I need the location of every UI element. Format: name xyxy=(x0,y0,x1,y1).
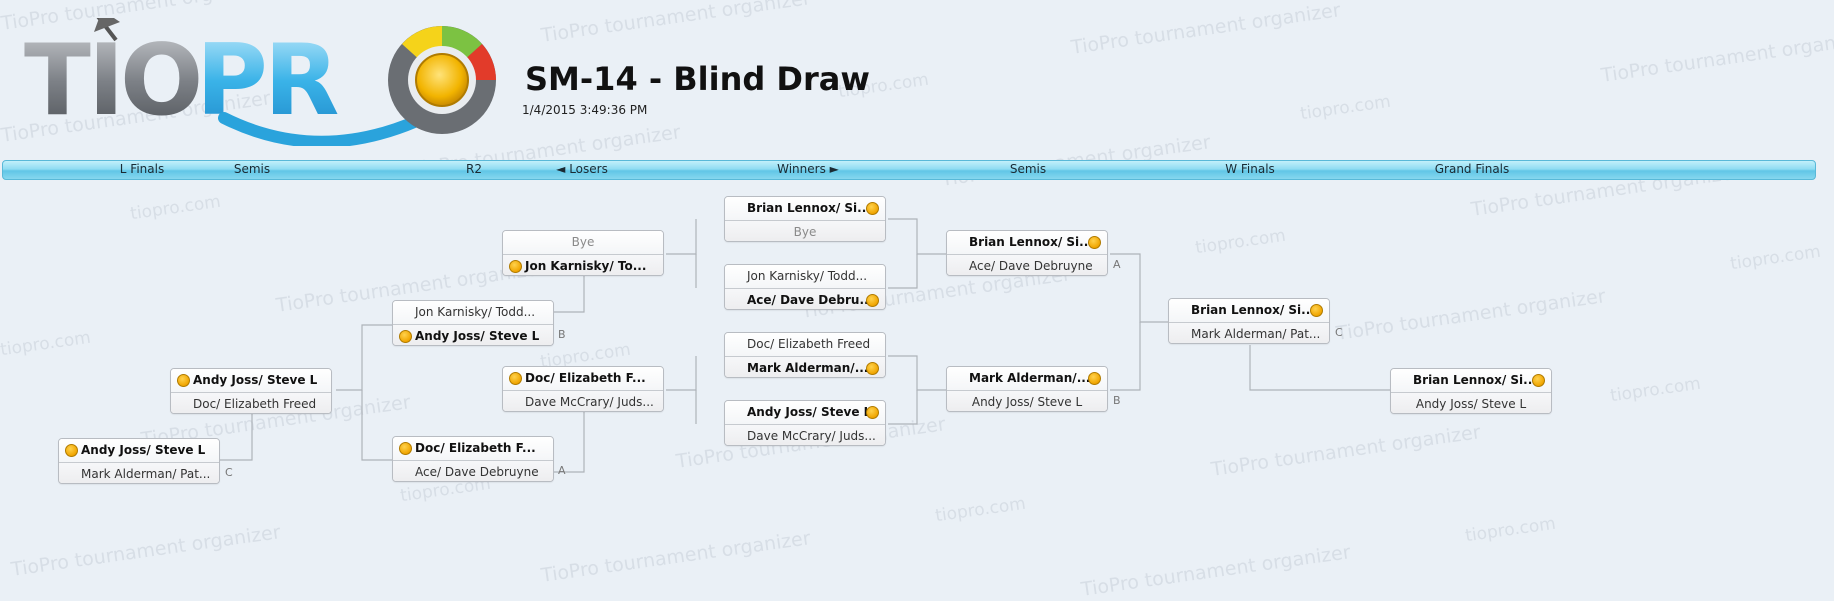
team-slot[interactable]: Jon Karnisky/ To... xyxy=(503,255,663,275)
team-slot[interactable]: Mark Alderman/ Pat... xyxy=(1169,323,1329,343)
team-slot[interactable]: Doc/ Elizabeth Freed xyxy=(725,333,885,357)
winner-dot-icon xyxy=(1310,304,1323,317)
match-card[interactable]: Brian Lennox/ Si... Andy Joss/ Steve L xyxy=(1390,368,1552,414)
team-slot[interactable]: Andy Joss/ Steve L xyxy=(1391,393,1551,413)
round-label-winners[interactable]: Winners ► xyxy=(777,162,839,176)
team-slot[interactable]: Andy Joss/ Steve L xyxy=(171,369,331,393)
team-slot[interactable]: Andy Joss/ Steve L xyxy=(725,401,885,425)
bracket-tag: C xyxy=(225,466,233,479)
team-slot[interactable]: Dave McCrary/ Juds... xyxy=(503,391,663,411)
bracket-tag: B xyxy=(558,328,566,341)
team-slot[interactable]: Mark Alderman/... xyxy=(725,357,885,377)
round-label-losers-semis[interactable]: Semis xyxy=(233,162,271,176)
winner-dot-icon xyxy=(399,330,412,343)
team-slot[interactable]: Mark Alderman/ Pat... xyxy=(59,463,219,483)
match-card[interactable]: Mark Alderman/... Andy Joss/ Steve L xyxy=(946,366,1108,412)
match-card[interactable]: Andy Joss/ Steve L Mark Alderman/ Pat... xyxy=(58,438,220,484)
winner-dot-icon xyxy=(65,444,78,457)
winner-dot-icon xyxy=(177,374,190,387)
round-label-grand-finals[interactable]: Grand Finals xyxy=(1434,162,1510,176)
winner-dot-icon xyxy=(509,260,522,273)
match-card[interactable]: Bye Jon Karnisky/ To... xyxy=(502,230,664,276)
match-card[interactable]: Brian Lennox/ Si... Bye xyxy=(724,196,886,242)
round-label-w-finals[interactable]: W Finals xyxy=(1225,162,1275,176)
logo-letter: O xyxy=(120,24,203,138)
match-card[interactable]: Jon Karnisky/ Todd... Ace/ Dave Debru... xyxy=(724,264,886,310)
team-slot[interactable]: Doc/ Elizabeth F... xyxy=(503,367,663,391)
team-slot[interactable]: Brian Lennox/ Si... xyxy=(1391,369,1551,393)
team-slot[interactable]: Andy Joss/ Steve L xyxy=(947,391,1107,411)
team-slot[interactable]: Ace/ Dave Debruyne xyxy=(393,461,553,481)
team-slot[interactable]: Bye xyxy=(503,231,663,255)
winner-dot-icon xyxy=(866,294,879,307)
team-slot[interactable]: Jon Karnisky/ Todd... xyxy=(725,265,885,289)
team-slot[interactable]: Mark Alderman/... xyxy=(947,367,1107,391)
page-title: SM-14 - Blind Draw xyxy=(525,60,870,98)
logo-letter: R xyxy=(264,24,339,138)
winner-dot-icon xyxy=(866,362,879,375)
tiopro-logo: T I O P R xyxy=(24,18,496,146)
team-slot[interactable]: Jon Karnisky/ Todd... xyxy=(393,301,553,325)
logo-letter: T xyxy=(24,24,91,138)
winner-dot-icon xyxy=(1088,372,1101,385)
team-slot[interactable]: Bye xyxy=(725,221,885,241)
match-card[interactable]: Brian Lennox/ Si... Mark Alderman/ Pat..… xyxy=(1168,298,1330,344)
team-slot[interactable]: Ace/ Dave Debruyne xyxy=(947,255,1107,275)
team-slot[interactable]: Doc/ Elizabeth F... xyxy=(393,437,553,461)
match-card[interactable]: Doc/ Elizabeth F... Dave McCrary/ Juds..… xyxy=(502,366,664,412)
round-label-losers[interactable]: ◄ Losers xyxy=(556,162,608,176)
match-card[interactable]: Brian Lennox/ Si... Ace/ Dave Debruyne xyxy=(946,230,1108,276)
winner-dot-icon xyxy=(399,442,412,455)
bracket-tag: C xyxy=(1335,326,1343,339)
winner-dot-icon xyxy=(1088,236,1101,249)
round-label-winners-semis[interactable]: Semis xyxy=(1009,162,1047,176)
team-slot[interactable]: Doc/ Elizabeth Freed xyxy=(171,393,331,413)
bracket-connectors xyxy=(220,218,1390,473)
match-card[interactable]: Andy Joss/ Steve L Dave McCrary/ Juds... xyxy=(724,400,886,446)
page-datetime: 1/4/2015 3:49:36 PM xyxy=(522,103,648,117)
match-card[interactable]: Jon Karnisky/ Todd... Andy Joss/ Steve L xyxy=(392,300,554,346)
winner-dot-icon xyxy=(866,406,879,419)
round-header-bar xyxy=(2,160,1816,180)
round-label-l-finals[interactable]: L Finals xyxy=(119,162,165,176)
team-slot[interactable]: Ace/ Dave Debru... xyxy=(725,289,885,309)
bracket-tag: B xyxy=(1113,394,1121,407)
team-slot[interactable]: Brian Lennox/ Si... xyxy=(1169,299,1329,323)
round-label-r2[interactable]: R2 xyxy=(466,162,482,176)
winner-dot-icon xyxy=(509,372,522,385)
winner-dot-icon xyxy=(866,202,879,215)
match-card[interactable]: Andy Joss/ Steve L Doc/ Elizabeth Freed xyxy=(170,368,332,414)
team-slot[interactable]: Dave McCrary/ Juds... xyxy=(725,425,885,445)
bracket-tag: A xyxy=(558,464,566,477)
team-slot[interactable]: Andy Joss/ Steve L xyxy=(59,439,219,463)
match-card[interactable]: Doc/ Elizabeth Freed Mark Alderman/... xyxy=(724,332,886,378)
bracket-tag: A xyxy=(1113,258,1121,271)
match-card[interactable]: Doc/ Elizabeth F... Ace/ Dave Debruyne xyxy=(392,436,554,482)
winner-dot-icon xyxy=(1532,374,1545,387)
logo-letter: I xyxy=(88,24,124,138)
team-slot[interactable]: Andy Joss/ Steve L xyxy=(393,325,553,345)
team-slot[interactable]: Brian Lennox/ Si... xyxy=(725,197,885,221)
team-slot[interactable]: Brian Lennox/ Si... xyxy=(947,231,1107,255)
